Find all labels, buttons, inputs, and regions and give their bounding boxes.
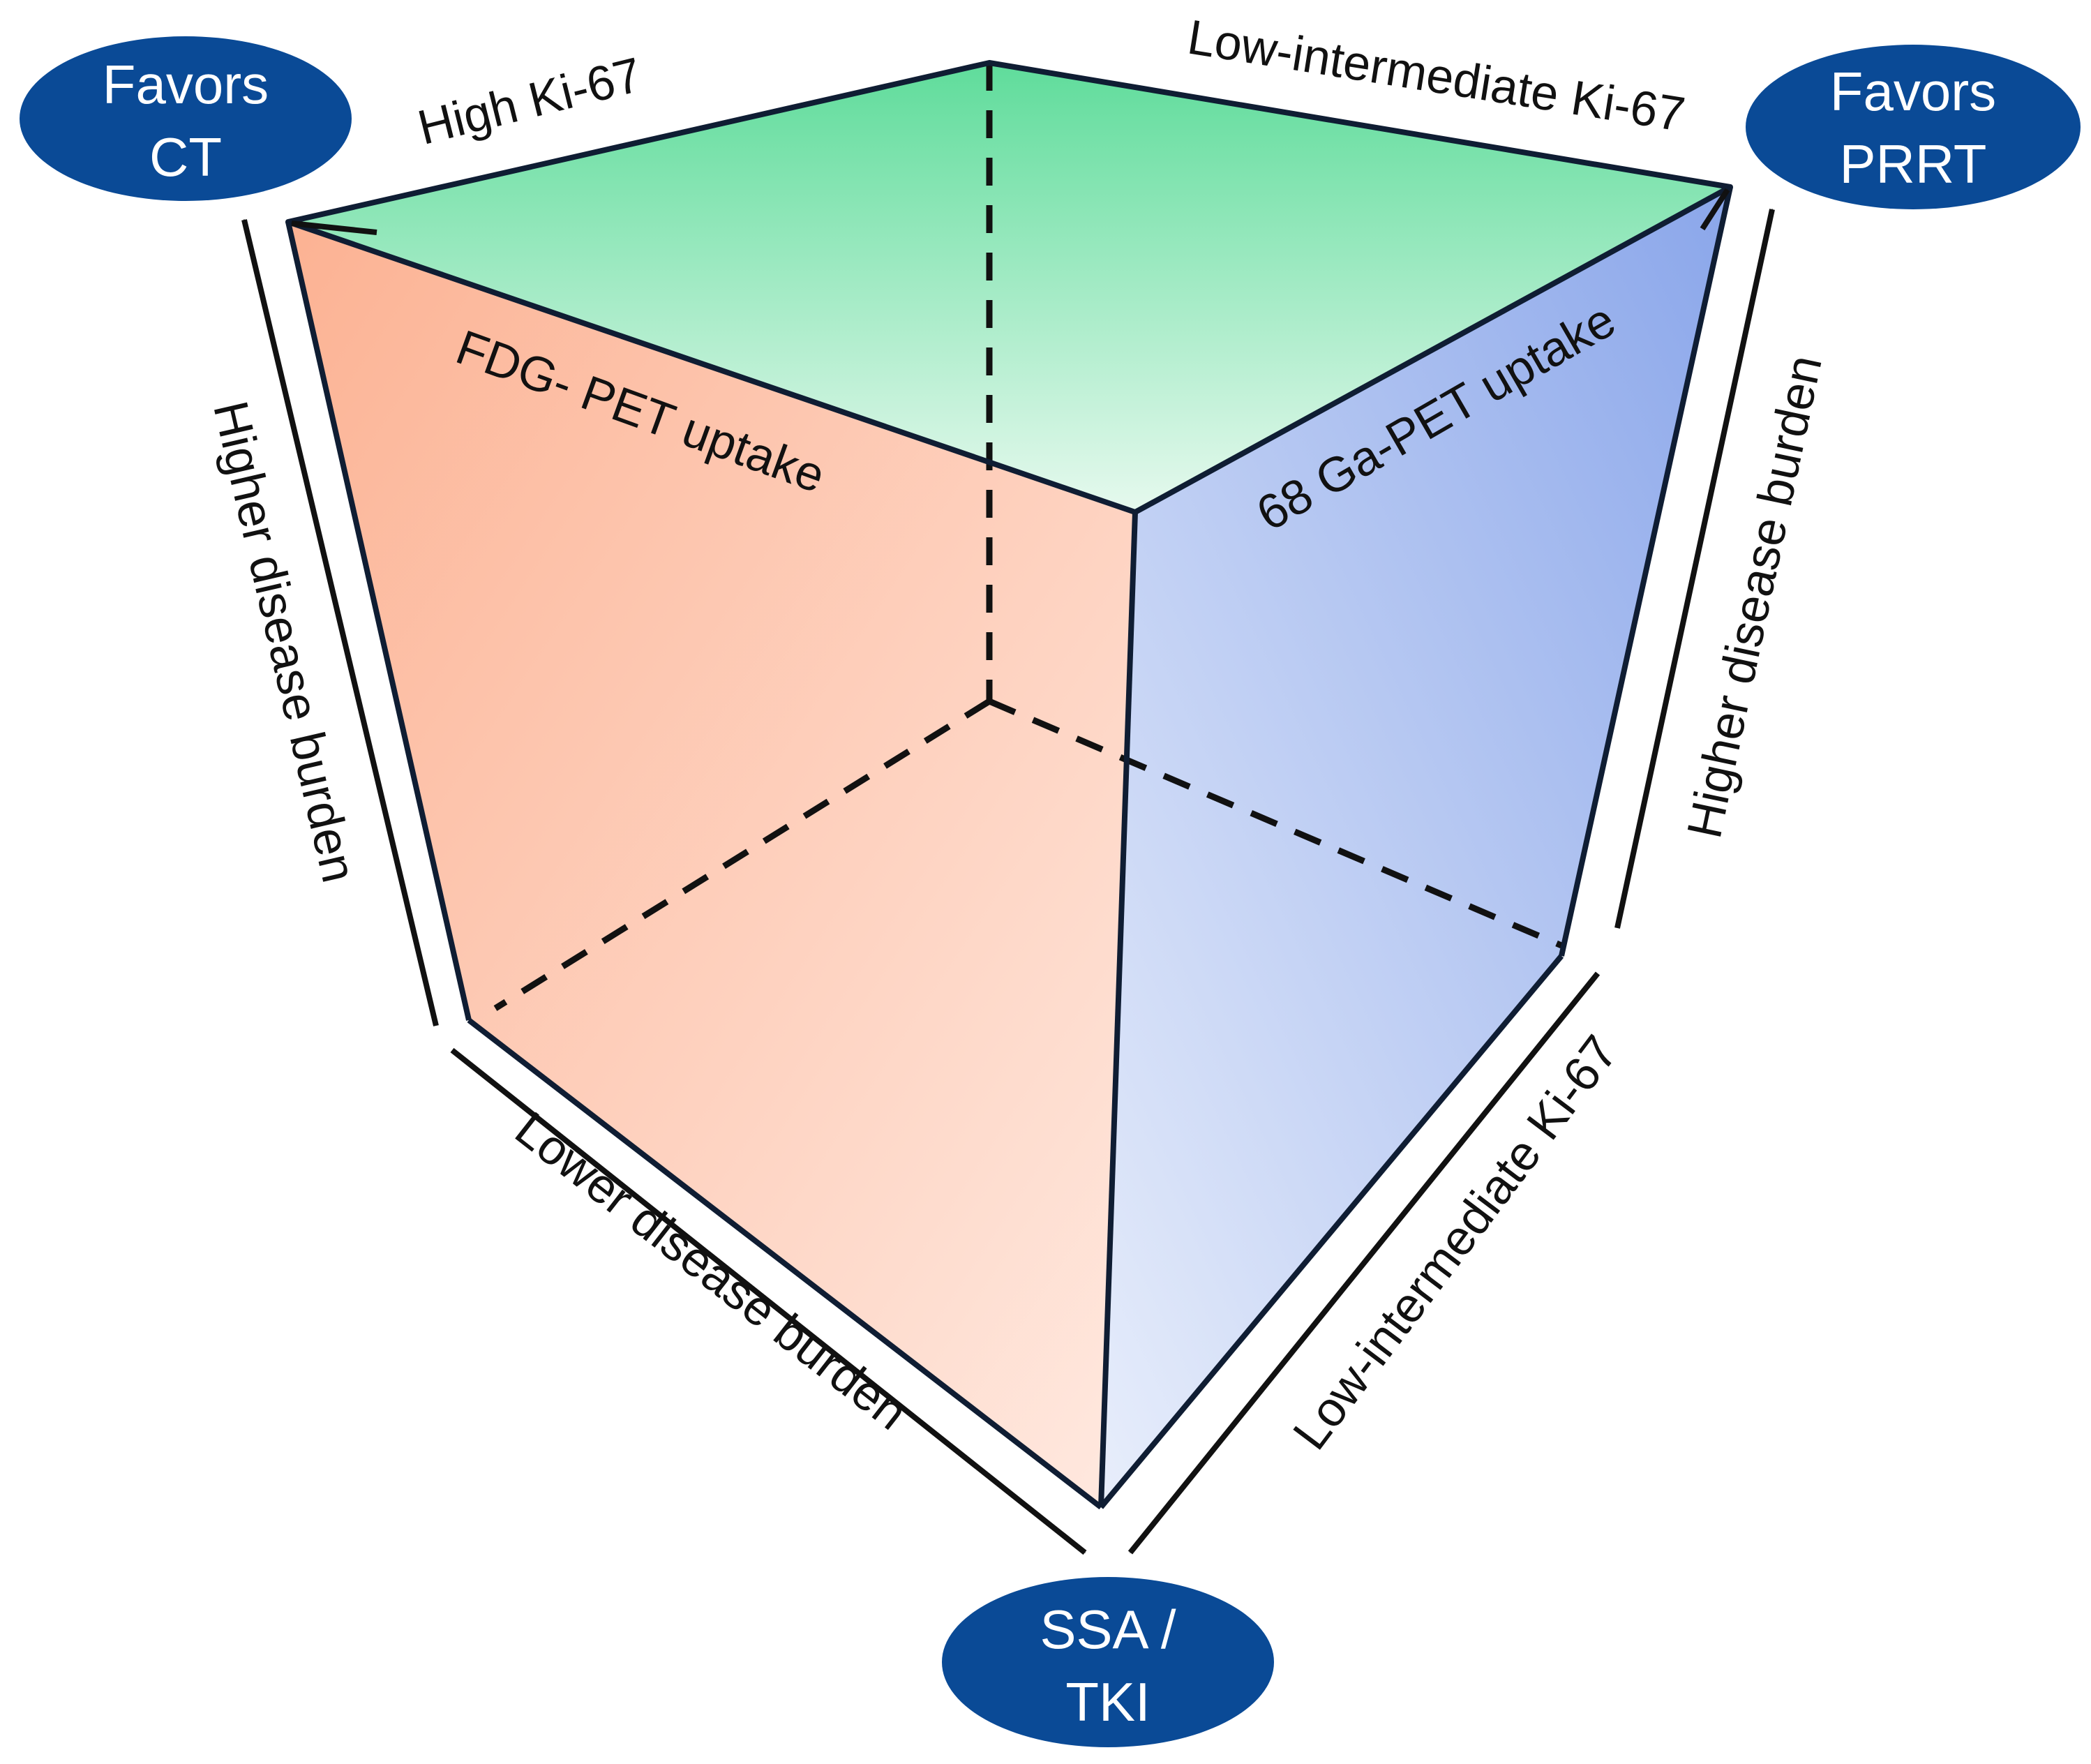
hidden-edges (493, 63, 1563, 1011)
node-ct-line2: CT (149, 126, 222, 188)
label-higher-burden-right: Higher disease burden (1677, 350, 1832, 842)
arrow-left-up (241, 220, 439, 1026)
arrow-top-right (1700, 188, 1730, 231)
front-vertical-edge (1098, 511, 1138, 1508)
node-ssa-line2: TKI (1065, 1671, 1150, 1733)
node-ssa-tki: SSA / TKI (942, 1577, 1274, 1747)
left-vertical-edge (285, 221, 472, 1021)
left-face (288, 222, 1135, 1507)
node-favors-ct: Favors CT (20, 36, 352, 201)
arrows (241, 188, 1775, 1555)
node-prrt-line2: PRRT (1840, 133, 1987, 195)
hidden-edge-right (988, 698, 1563, 949)
right-vertical-edge (1559, 186, 1733, 957)
node-favors-prrt: Favors PRRT (1746, 45, 2081, 209)
right-face (1101, 187, 1730, 1507)
node-ssa-line1: SSA / (1040, 1599, 1176, 1660)
bottom-left-edge (467, 1017, 1103, 1510)
arrow-top-left (292, 221, 377, 235)
label-high-ki67: High Ki-67 (412, 47, 647, 155)
node-prrt-line1: Favors (1830, 61, 1996, 122)
visible-edges (285, 60, 1733, 1510)
bottom-right-edge (1098, 954, 1564, 1509)
top-face (288, 63, 1730, 512)
hidden-edge-left (493, 698, 991, 1011)
arrow-bottom-right (1127, 971, 1601, 1555)
arrow-bottom-left (450, 1047, 1087, 1555)
node-ct-line1: Favors (103, 54, 269, 115)
arrow-right-up (1614, 209, 1775, 929)
